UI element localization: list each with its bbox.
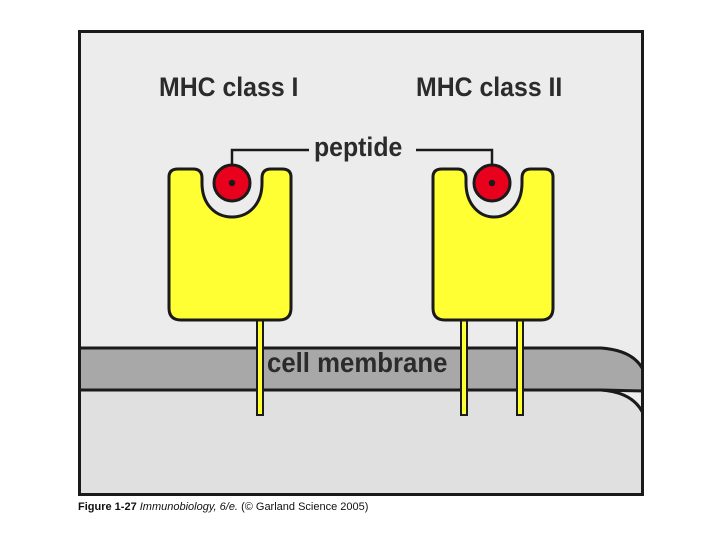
cell-membrane-label: cell membrane [267,347,448,378]
copyright-notice: (© Garland Science 2005) [241,501,369,513]
mhc-class-2-molecule [431,167,555,322]
peptide-dot-class-2 [488,179,496,187]
mhc-class-2-label: MHC class II [416,72,563,102]
peptide-label: peptide [314,132,403,162]
mhc-class-2-stalk-right [516,317,524,416]
peptide-dot-class-1 [228,179,236,187]
mhc-class-1-stalk [256,317,264,416]
mhc-class-2-stalk-left [460,317,468,416]
cell-membrane-band [81,346,641,393]
cell-interior [81,388,641,493]
figure-frame: MHC class I MHC class II peptide cell me… [78,30,644,496]
mhc-class-1-molecule [167,167,293,322]
figure-number: Figure 1-27 [78,501,137,513]
mhc-diagram [81,148,641,493]
figure-caption: Figure 1-27 Immunobiology, 6/e. (© Garla… [78,501,368,513]
mhc-class-1-label: MHC class I [159,72,299,102]
book-title: Immunobiology, 6/e. [139,501,238,513]
